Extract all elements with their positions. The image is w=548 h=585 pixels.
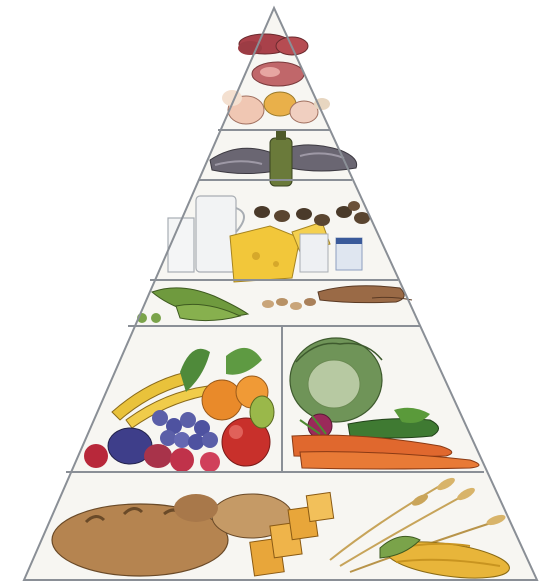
tier-meats-sweets xyxy=(222,34,330,124)
red-meat-icon xyxy=(252,62,304,86)
cabbage-icon xyxy=(290,338,382,422)
pears-icon xyxy=(250,396,274,428)
sausages-icon xyxy=(238,34,308,55)
olive-oil-bottle-icon xyxy=(270,130,292,186)
milk-glass-icon xyxy=(168,218,194,272)
